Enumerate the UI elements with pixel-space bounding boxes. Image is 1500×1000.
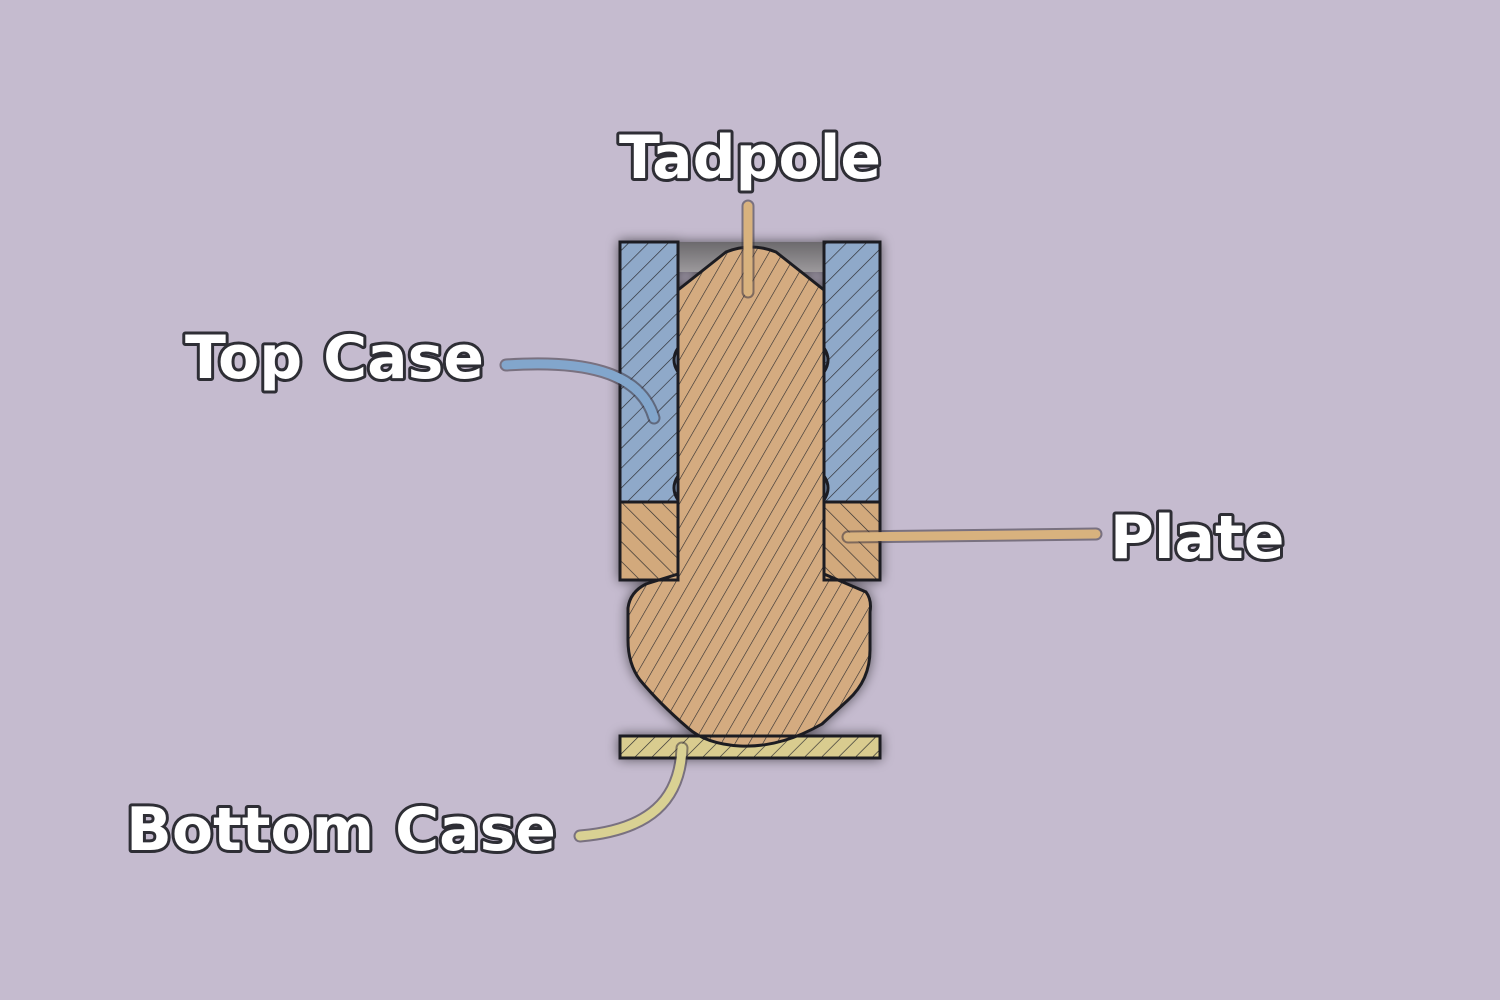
plate-left (620, 502, 678, 580)
detent-left-upper (672, 347, 680, 373)
plate-leader (843, 529, 1101, 542)
bottom-case-leader (575, 743, 687, 841)
label-tadpole: Tadpole (619, 123, 881, 193)
assembly (618, 240, 882, 760)
label-top-case: Top Case (185, 323, 484, 393)
leader-lines (499, 199, 1103, 843)
label-bottom-case: Bottom Case (126, 795, 556, 865)
label-plate: Plate (1110, 503, 1284, 573)
tadpole-body (628, 247, 871, 747)
top-case-leader (501, 359, 659, 423)
detent-left-lower (672, 475, 680, 501)
detent-right-upper (822, 347, 830, 373)
detent-right-lower (822, 475, 830, 501)
top-case-right (824, 242, 880, 502)
top-case-left (620, 242, 678, 502)
